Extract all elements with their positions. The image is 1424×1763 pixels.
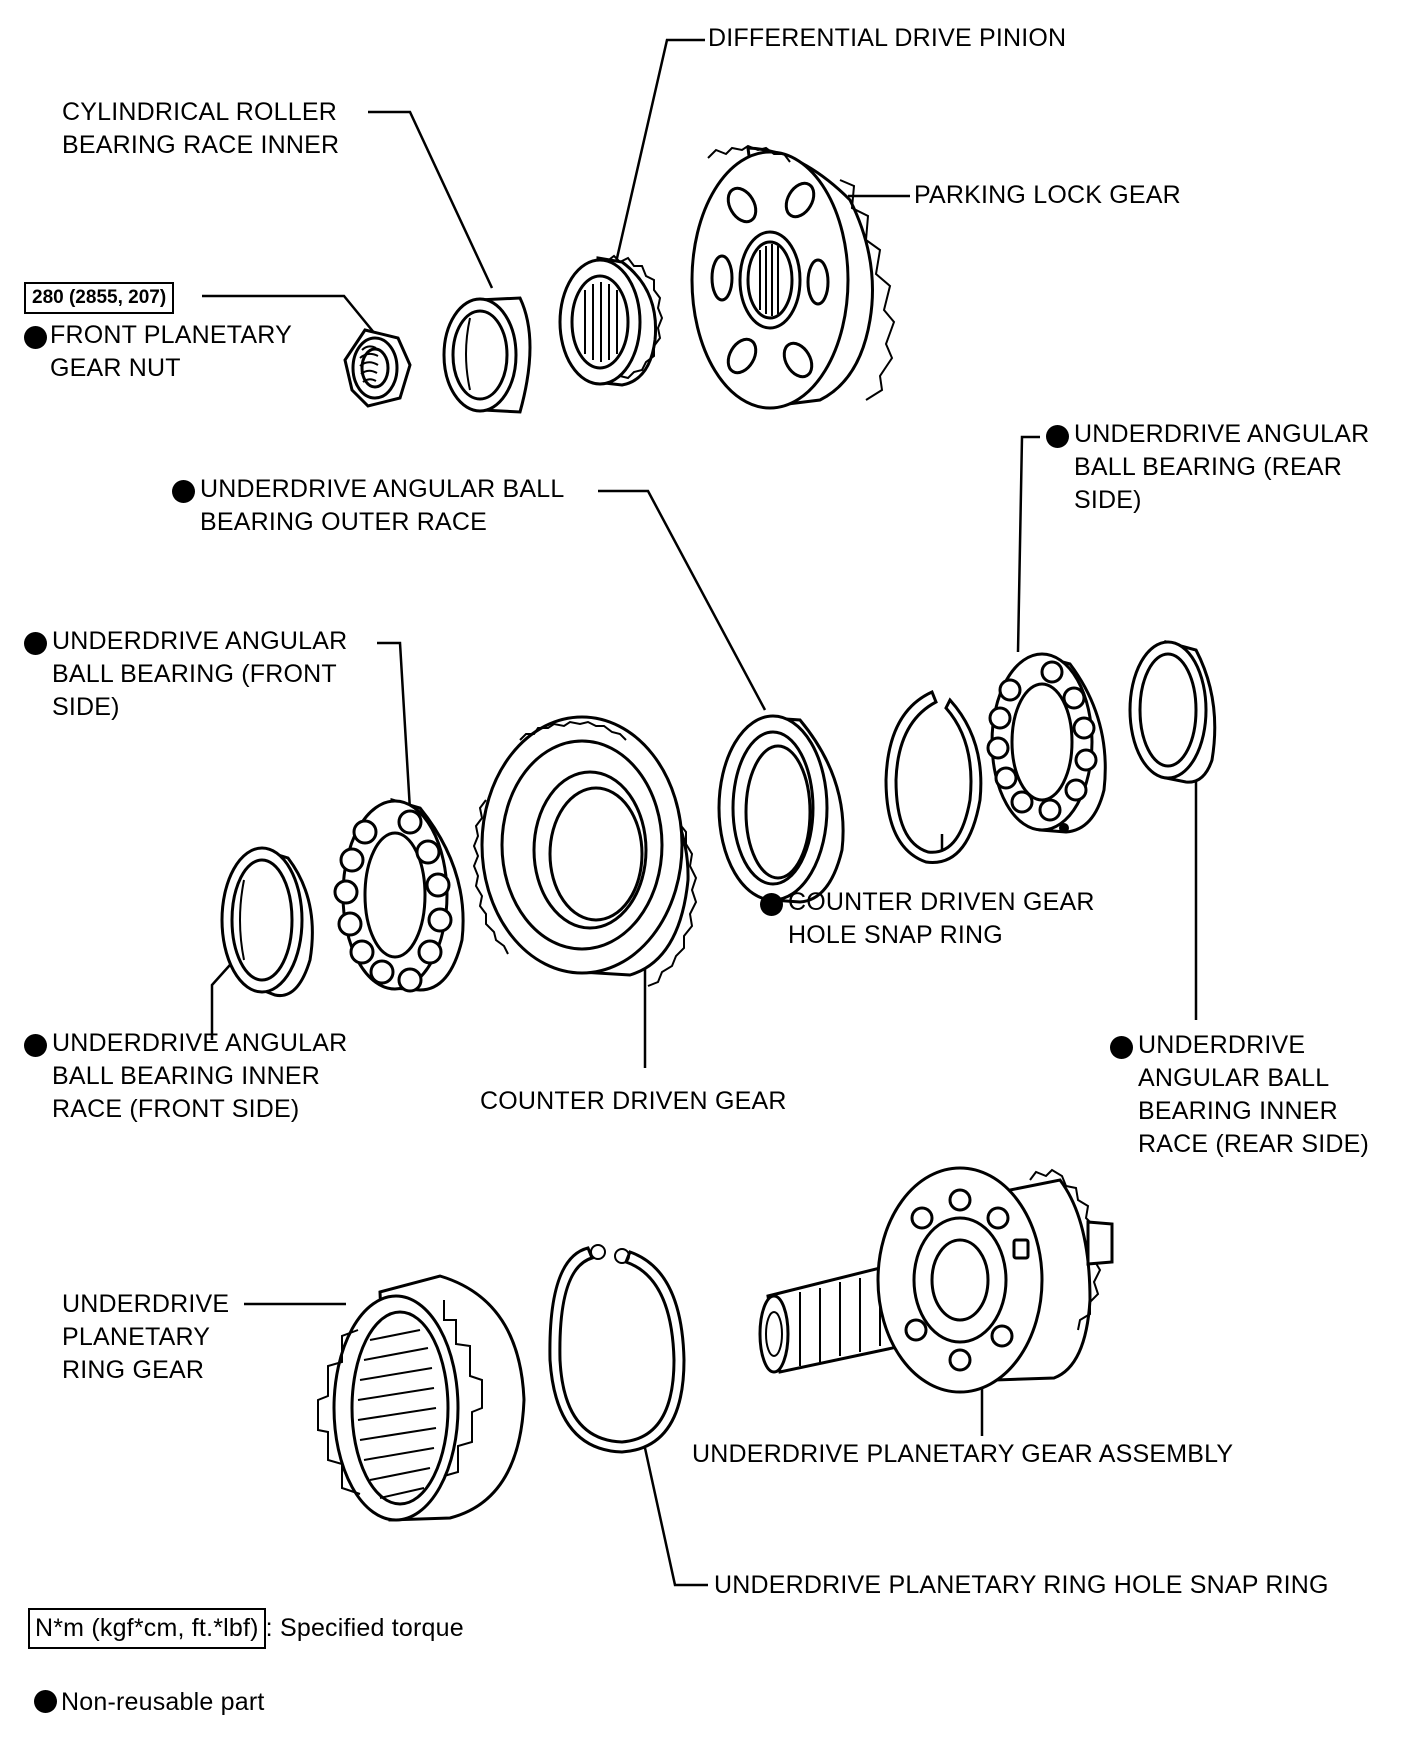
- label-ud-inner-rear-line1: UNDERDRIVE: [1138, 1031, 1306, 1059]
- non-reusable-dot: [760, 893, 783, 916]
- label-cylindrical-roller-line1: CYLINDRICAL ROLLER: [62, 98, 337, 126]
- cylindrical-roller-bearing-race: [442, 296, 532, 414]
- label-ring-gear-line1: UNDERDRIVE: [62, 1290, 230, 1318]
- ud-inner-race-rear-part: [1128, 640, 1217, 784]
- ud-planetary-ring-gear-part: [317, 1274, 526, 1522]
- label-ud-ball-front-line3: SIDE): [52, 693, 120, 721]
- legend-torque-unit: N*m (kgf*cm, ft.*lbf): [28, 1608, 266, 1649]
- label-counter-driven-gear: COUNTER DRIVEN GEAR: [480, 1087, 787, 1115]
- leader-ud-inner-front: [210, 955, 239, 1040]
- label-ud-outer-race-line2: BEARING OUTER RACE: [200, 508, 487, 536]
- legend-non-reusable: Non-reusable part: [34, 1686, 265, 1719]
- non-reusable-dot: [172, 480, 195, 503]
- non-reusable-dot: [24, 326, 47, 349]
- label-counter-snap-line2: HOLE SNAP RING: [788, 921, 1003, 949]
- label-ud-inner-rear-line3: BEARING INNER: [1138, 1097, 1338, 1125]
- front-planetary-gear-nut: [343, 328, 412, 408]
- label-counter-snap-line1: COUNTER DRIVEN GEAR: [788, 888, 1095, 916]
- label-ud-ball-front-line1: UNDERDRIVE ANGULAR: [52, 627, 348, 655]
- label-ud-inner-front-line1: UNDERDRIVE ANGULAR: [52, 1029, 348, 1057]
- non-reusable-dot: [24, 1034, 47, 1057]
- label-ud-outer-race-line1: UNDERDRIVE ANGULAR BALL: [200, 475, 565, 503]
- label-ring-snap: UNDERDRIVE PLANETARY RING HOLE SNAP RING: [714, 1571, 1329, 1599]
- label-front-planetary-nut-line1: FRONT PLANETARY: [50, 321, 292, 349]
- non-reusable-dot: [24, 632, 47, 655]
- legend-non-reusable-text: Non-reusable part: [61, 1688, 265, 1716]
- parking-lock-gear-part: [690, 144, 896, 410]
- non-reusable-dot: [1110, 1036, 1133, 1059]
- counter-snap-ring-part: [884, 689, 983, 864]
- label-parking-lock-gear: PARKING LOCK GEAR: [914, 181, 1181, 209]
- ud-ball-bearing-rear-part: [986, 652, 1107, 834]
- ud-outer-race-part: [717, 714, 845, 904]
- label-ud-inner-front-line3: RACE (FRONT SIDE): [52, 1095, 300, 1123]
- leader-front-planetary-nut: [202, 294, 381, 341]
- ud-ball-bearing-front-part: [333, 798, 465, 993]
- label-ring-gear-line2: PLANETARY: [62, 1323, 211, 1351]
- label-ud-inner-rear-line4: RACE (REAR SIDE): [1138, 1130, 1370, 1158]
- leader-differential-drive-pinion: [610, 38, 705, 281]
- label-cylindrical-roller-line2: BEARING RACE INNER: [62, 131, 340, 159]
- non-reusable-dot: [1046, 425, 1069, 448]
- label-differential-drive-pinion: DIFFERENTIAL DRIVE PINION: [708, 24, 1067, 52]
- torque-spec-box: 280 (2855, 207): [24, 282, 175, 314]
- label-front-planetary-nut-line2: GEAR NUT: [50, 354, 181, 382]
- label-ud-ball-rear-line2: BALL BEARING (REAR: [1074, 453, 1343, 481]
- leader-ud-outer-race: [598, 489, 767, 711]
- label-ud-inner-rear-line2: ANGULAR BALL: [1138, 1064, 1330, 1092]
- label-ring-gear-line3: RING GEAR: [62, 1356, 205, 1384]
- label-ud-ball-front-line2: BALL BEARING (FRONT: [52, 660, 337, 688]
- non-reusable-dot: [34, 1690, 57, 1713]
- legend-torque: N*m (kgf*cm, ft.*lbf): Specified torque: [28, 1608, 464, 1649]
- label-ud-ball-rear-line1: UNDERDRIVE ANGULAR: [1074, 420, 1370, 448]
- ring-snap-ring-part: [548, 1244, 686, 1454]
- counter-driven-gear-part: [472, 715, 698, 987]
- label-planetary-assembly: UNDERDRIVE PLANETARY GEAR ASSEMBLY: [692, 1440, 1234, 1468]
- ud-inner-race-front-part: [220, 846, 314, 998]
- leader-ud-ball-rear: [1016, 435, 1040, 653]
- leader-lines: [202, 38, 1198, 1587]
- leader-cylindrical-roller: [368, 110, 494, 289]
- label-ud-ball-rear-line3: SIDE): [1074, 486, 1142, 514]
- ud-planetary-gear-assembly-part: [758, 1166, 1114, 1394]
- legend-torque-desc: : Specified torque: [265, 1614, 464, 1642]
- leader-ud-ball-front: [377, 641, 412, 811]
- label-ud-inner-front-line2: BALL BEARING INNER: [52, 1062, 321, 1090]
- leader-ring-snap: [643, 1447, 708, 1587]
- differential-drive-pinion-part: [558, 254, 664, 387]
